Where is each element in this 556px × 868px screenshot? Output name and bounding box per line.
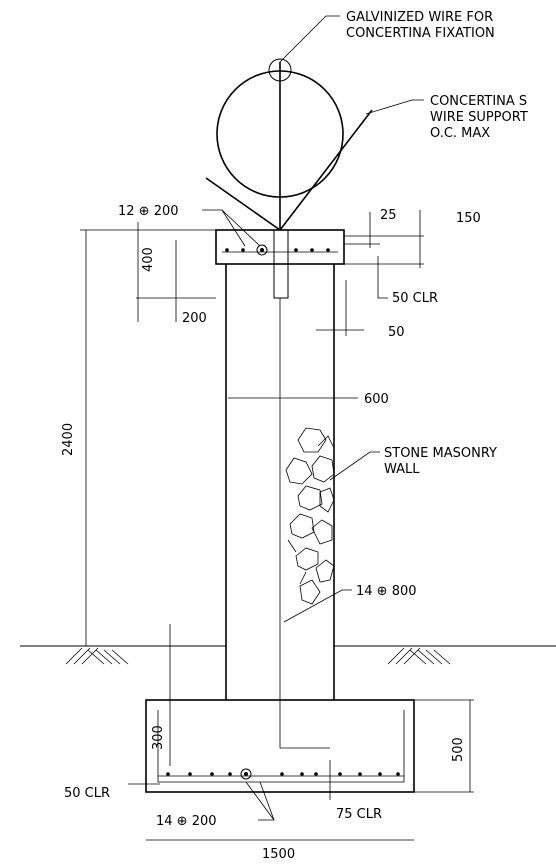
dim-50-label: 50 xyxy=(388,325,405,340)
dim-50clr-top-label: 50 CLR xyxy=(392,291,438,306)
dim-200-label: 200 xyxy=(182,311,207,326)
footing-bar-7 xyxy=(314,772,318,776)
rebar-footing-label: 14 ⊕ 200 xyxy=(156,814,217,829)
note-stone-line2: WALL xyxy=(384,462,420,477)
footing-bar-4 xyxy=(228,772,232,776)
dim-25-label: 25 xyxy=(380,208,397,223)
footing-bar-6 xyxy=(300,772,304,776)
rebar-wall-label: 14 ⊕ 800 xyxy=(356,584,417,599)
coping-bar-1 xyxy=(225,248,229,252)
dim-1500-label: 1500 xyxy=(262,847,295,862)
footing-main-bar xyxy=(240,768,252,780)
leader-footing-rebar xyxy=(245,781,275,821)
dim-50clr-left-label: 50 CLR xyxy=(64,786,110,801)
stone-masonry-hatch xyxy=(285,427,335,605)
v-support-left xyxy=(205,177,281,231)
coping-bar-4 xyxy=(326,248,330,252)
footing-bar-5 xyxy=(280,772,284,776)
coping-bar-5 xyxy=(294,248,298,252)
dim-400-label: 400 xyxy=(141,247,156,272)
coping-beam xyxy=(215,229,345,265)
leader-top-rebar xyxy=(202,209,261,247)
embedded-post xyxy=(273,229,289,299)
dim-150-label: 150 xyxy=(456,211,481,226)
note-stone-line1: STONE MASONRY xyxy=(384,446,497,461)
footing-bar-8 xyxy=(338,772,342,776)
v-support-right xyxy=(279,109,373,231)
leader-wall-rebar xyxy=(283,589,352,623)
dim-2400-label: 2400 xyxy=(61,423,76,456)
leader-galvanized-wire xyxy=(279,15,340,63)
leader-concertina-support xyxy=(365,99,424,115)
leader-stone-masonry xyxy=(329,451,380,481)
note-concertina-line2: WIRE SUPPORT xyxy=(430,110,528,125)
note-galvanized-line1: GALVINIZED WIRE FOR xyxy=(346,10,493,25)
coping-bar-3 xyxy=(310,248,314,252)
coping-bar-2 xyxy=(241,248,245,252)
earth-hatch-left xyxy=(65,647,129,665)
note-galvanized-line2: CONCERTINA FIXATION xyxy=(346,26,495,41)
leader-footing-rebar-2 xyxy=(259,781,275,821)
dim-300-label: 300 xyxy=(151,725,166,750)
footing-rebar-bottom xyxy=(157,710,405,783)
dim-600-label: 600 xyxy=(364,392,389,407)
coping-main-bar-center xyxy=(260,248,264,252)
coping-main-bar xyxy=(256,244,268,256)
footing xyxy=(145,699,415,793)
note-concertina-line3: O.C. MAX xyxy=(430,126,490,141)
footing-bar-2 xyxy=(188,772,192,776)
dim-75clr-label: 75 CLR xyxy=(336,807,382,822)
footing-bar-9 xyxy=(358,772,362,776)
footing-bar-1 xyxy=(166,772,170,776)
footing-bar-10 xyxy=(378,772,382,776)
leader-top-rebar-2 xyxy=(221,209,246,247)
dim-500-label: 500 xyxy=(451,737,466,762)
footing-bar-11 xyxy=(396,772,400,776)
rebar-top-label: 12 ⊕ 200 xyxy=(118,204,179,219)
note-concertina-line1: CONCERTINA S xyxy=(430,94,527,109)
footing-bar-3 xyxy=(210,772,214,776)
footing-main-bar-center xyxy=(244,772,248,776)
earth-hatch-right xyxy=(387,647,451,665)
leader-50clr-top xyxy=(377,292,388,299)
